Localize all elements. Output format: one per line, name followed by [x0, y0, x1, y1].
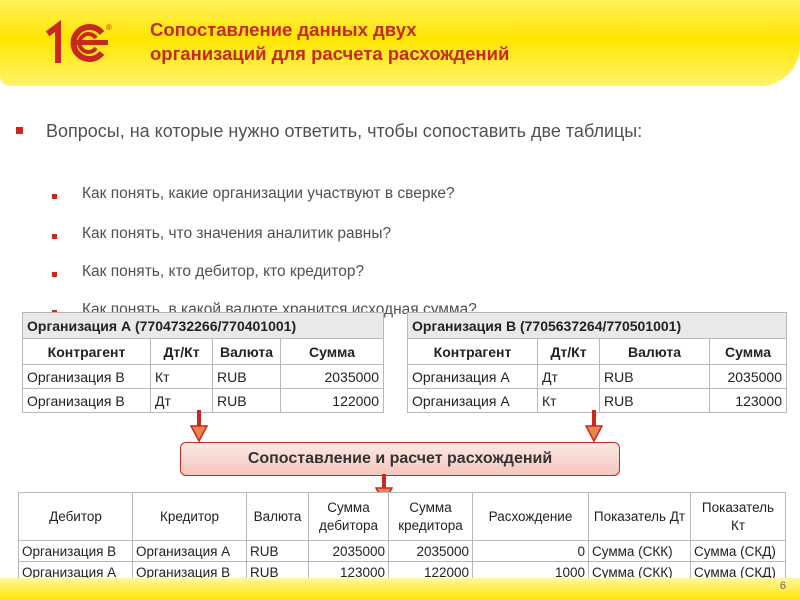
bullet-marker [52, 194, 57, 199]
table-organization-b: Организация В (7705637264/770501001) Кон… [407, 312, 787, 413]
table-b-header-currency: Валюта [599, 338, 710, 365]
title-line-2: организаций для расчета расхождений [150, 43, 510, 64]
cell: RUB [599, 364, 710, 389]
cell: 2035000 [709, 364, 787, 389]
table-b-header-counterparty: Контрагент [407, 338, 538, 365]
table-a-header-counterparty: Контрагент [22, 338, 151, 365]
cell: Дт [150, 388, 213, 413]
question-item: Как понять, что значения аналитик равны? [82, 225, 392, 242]
cell: Дт [537, 364, 600, 389]
result-header-debtor: Дебитор [18, 492, 133, 541]
main-question: Вопросы, на которые нужно ответить, чтоб… [46, 121, 643, 141]
arrow-down-icon [190, 410, 208, 442]
cell: Сумма (СКК) [588, 540, 691, 562]
cell: RUB [212, 388, 281, 413]
question-item: Как понять, кто дебитор, кто кредитор? [82, 263, 365, 280]
table-row: Организация В Организация А RUB 2035000 … [18, 540, 786, 562]
result-header-debtor-sum: Сумма дебитора [308, 492, 389, 541]
result-table: Дебитор Кредитор Валюта Сумма дебитора С… [18, 492, 786, 583]
table-row: Организация В Кт RUB 2035000 [22, 364, 384, 389]
header-band [0, 0, 800, 86]
cell: Сумма (СКК) [588, 561, 691, 583]
result-header-discrepancy: Расхождение [472, 492, 589, 541]
question-item: Как понять, какие организации участвуют … [82, 185, 455, 202]
cell: 0 [472, 540, 589, 562]
title-line-1: Сопоставление данных двух [150, 19, 417, 40]
cell: RUB [599, 388, 710, 413]
cell: Организация А [407, 364, 538, 389]
result-header-indicator-kt: Показатель Кт [690, 492, 786, 541]
cell: Организация В [22, 364, 151, 389]
table-row: Организация А Кт RUB 123000 [407, 388, 787, 413]
cell: 123000 [709, 388, 787, 413]
footer-band [0, 578, 800, 600]
result-header-creditor: Кредитор [132, 492, 247, 541]
result-header-currency: Валюта [246, 492, 309, 541]
cell: 2035000 [280, 364, 384, 389]
cell: Организация В [18, 540, 133, 562]
cell: Организация А [407, 388, 538, 413]
cell: 2035000 [388, 540, 473, 562]
result-header-indicator-dt: Показатель Дт [588, 492, 691, 541]
table-b-header-dtkt: Дт/Кт [537, 338, 600, 365]
cell: RUB [246, 540, 309, 562]
cell: Сумма (СКД) [690, 540, 786, 562]
table-a-header-amount: Сумма [280, 338, 384, 365]
bullet-marker [52, 234, 57, 239]
table-b-header-amount: Сумма [709, 338, 787, 365]
cell: Сумма (СКД) [690, 561, 786, 583]
cell: Кт [150, 364, 213, 389]
cell: RUB [212, 364, 281, 389]
page-title: Сопоставление данных двух организаций дл… [150, 18, 770, 66]
page-number: 6 [779, 580, 786, 592]
cell: Организация А [18, 561, 133, 583]
bullet-marker [52, 272, 57, 277]
table-b-org-header: Организация В (7705637264/770501001) [407, 312, 787, 339]
table-organization-a: Организация А (7704732266/770401001) Кон… [22, 312, 384, 413]
table-a-header-dtkt: Дт/Кт [150, 338, 213, 365]
svg-text:®: ® [106, 23, 112, 32]
table-row: Организация В Дт RUB 122000 [22, 388, 384, 413]
cell: 122000 [280, 388, 384, 413]
table-a-org-header: Организация А (7704732266/770401001) [22, 312, 384, 339]
arrow-down-icon [585, 410, 603, 442]
result-header-creditor-sum: Сумма кредитора [388, 492, 473, 541]
cell: 2035000 [308, 540, 389, 562]
logo-1c-icon: ® [45, 20, 112, 63]
cell: Кт [537, 388, 600, 413]
cell: Организация В [22, 388, 151, 413]
cell: Организация А [132, 540, 247, 562]
main-bullet-marker [16, 127, 23, 134]
cell: 122000 [388, 561, 473, 583]
table-row: Организация А Дт RUB 2035000 [407, 364, 787, 389]
table-a-header-currency: Валюта [212, 338, 281, 365]
comparison-process-box: Сопоставление и расчет расхождений [180, 442, 620, 476]
